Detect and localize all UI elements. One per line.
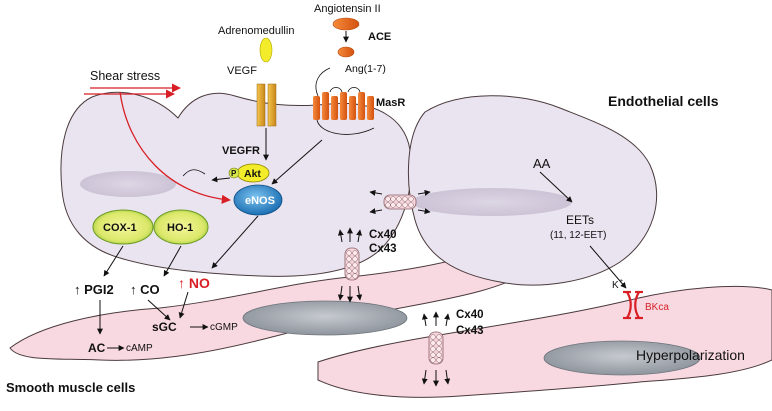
endothelial-nucleus-2 xyxy=(412,188,572,216)
eets-label: EETs xyxy=(566,213,594,227)
gap-junction-myoendothelial xyxy=(344,247,360,281)
eets-sub-label: (11, 12-EET) xyxy=(550,230,607,241)
smooth-muscle-cells-label: Smooth muscle cells xyxy=(6,380,135,395)
gap-junction-endothelial xyxy=(383,194,417,210)
pathway-arrows xyxy=(97,128,627,351)
angiotensin-ii-ligand xyxy=(332,17,360,31)
vegfr-label: VEGFR xyxy=(222,145,260,157)
sgc-label: sGC xyxy=(152,320,177,334)
smooth-muscle-nucleus-1 xyxy=(242,300,408,336)
k-label: K xyxy=(612,280,619,291)
cgmp-label: cGMP xyxy=(210,322,238,333)
adrenomedullin-label: Adrenomedullin xyxy=(218,25,294,37)
no-label: ↑ NO xyxy=(178,275,210,291)
pgi2-label: ↑ PGI2 xyxy=(74,282,114,297)
bkca-label: BKca xyxy=(645,302,669,313)
akt-node xyxy=(182,163,270,183)
endothelial-nucleus-1 xyxy=(80,171,176,197)
bkca-channel xyxy=(623,290,643,320)
cox1-label: COX-1 xyxy=(103,222,137,234)
gap-junction-smooth-muscle xyxy=(428,331,444,365)
ang17-label: Ang(1-7) xyxy=(345,63,386,75)
ac-label: AC xyxy=(88,341,106,355)
enos-label: eNOS xyxy=(245,195,275,207)
gap-junction-flow-arrows xyxy=(337,189,451,387)
akt-label: Akt xyxy=(244,168,261,180)
vegf-label: VEGF xyxy=(227,65,257,77)
masr-label: MasR xyxy=(376,97,405,109)
enos-node xyxy=(233,184,283,216)
hyperpolarization-label: Hyperpolarization xyxy=(636,347,745,363)
endothelial-cells-label: Endothelial cells xyxy=(608,93,719,109)
camp-label: cAMP xyxy=(126,343,153,354)
shear-stress-arrows xyxy=(84,83,231,204)
cx40-label-2: Cx40 xyxy=(456,309,484,321)
co-label: ↑ CO xyxy=(130,282,160,297)
ang17-ligand xyxy=(337,46,355,58)
masr-receptor xyxy=(313,87,375,135)
masr-tail xyxy=(315,67,331,97)
shear-stress-label: Shear stress xyxy=(90,69,160,83)
cx43-label-2: Cx43 xyxy=(456,325,484,337)
cox1-node xyxy=(92,209,154,245)
cx43-label-1: Cx43 xyxy=(369,243,397,255)
vegfr-receptor xyxy=(256,83,277,127)
adrenomedullin-ligand xyxy=(259,37,273,63)
p-label: P xyxy=(231,169,237,178)
angiotensin-label: Angiotensin II xyxy=(314,3,381,15)
ho1-node xyxy=(153,209,209,245)
ace-label: ACE xyxy=(368,31,391,43)
k-superscript: + xyxy=(619,278,623,285)
aa-label: AA xyxy=(533,156,551,171)
smooth-muscle-nucleus-2 xyxy=(543,340,701,376)
cx40-label-1: Cx40 xyxy=(369,229,397,241)
ho1-label: HO-1 xyxy=(167,222,193,234)
